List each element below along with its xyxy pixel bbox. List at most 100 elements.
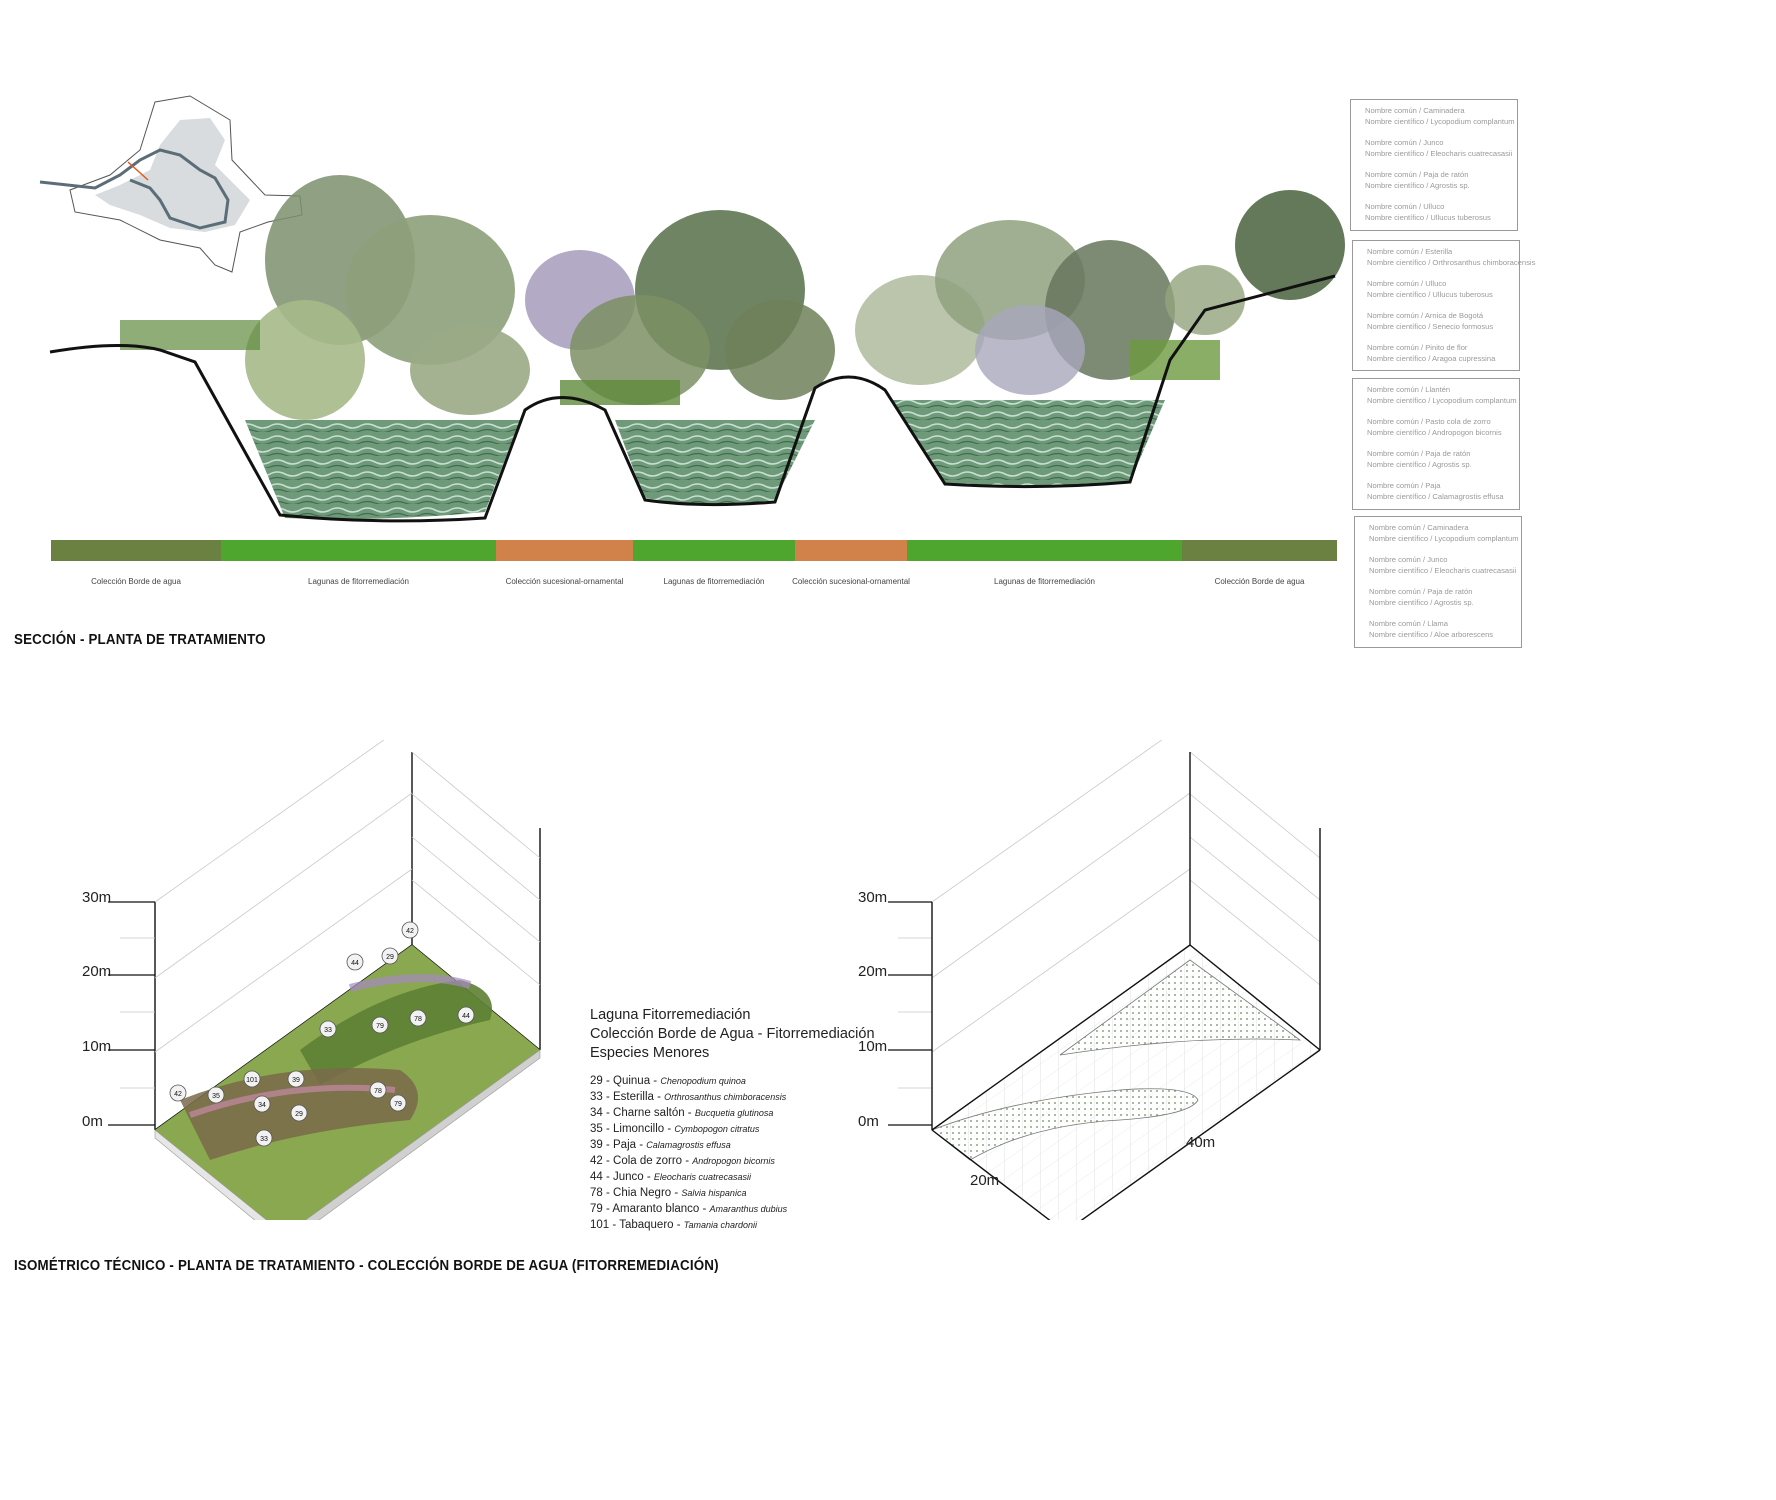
species-marker-code: 29: [386, 954, 394, 961]
zone-segment: [496, 540, 633, 561]
species-marker-code: 33: [324, 1027, 332, 1034]
location-map: [39, 95, 303, 273]
legend-comun: Nombre común / Paja: [1367, 481, 1441, 490]
species-marker: 78: [369, 1081, 387, 1099]
species-marker-code: 35: [212, 1093, 220, 1100]
species-marker-code: 33: [260, 1136, 268, 1143]
legend-comun: Nombre común / Pinito de flor: [1367, 343, 1468, 352]
legend-cientifico: Nombre científico / Senecio formosus: [1367, 321, 1494, 331]
water-lagoons: [245, 400, 1165, 520]
length-label: 40m: [1186, 1134, 1216, 1151]
legend-cientifico: Nombre científico / Lycopodium complantu…: [1365, 116, 1515, 126]
zone-label: Colección sucesional-ornamental: [792, 577, 910, 586]
height-label-0m: 0m: [82, 1113, 103, 1130]
legend-cientifico: Nombre científico / Aloe arborescens: [1369, 629, 1494, 639]
legend-comun: Nombre común / Caminadera: [1369, 523, 1469, 532]
legend-cientifico: Nombre científico / Agrostis sp.: [1365, 180, 1470, 190]
species-marker: 44: [346, 953, 364, 971]
height-label-10m: 10m: [82, 1038, 112, 1055]
species-marker-code: 44: [351, 960, 359, 967]
species-marker: 101: [243, 1070, 261, 1088]
legend-comun: Nombre común / Paja de ratón: [1369, 587, 1473, 596]
legend-comun: Nombre común / Paja de ratón: [1365, 170, 1469, 179]
species-marker-code: 44: [462, 1013, 470, 1020]
species-marker: 29: [381, 947, 399, 965]
legend-cientifico: Nombre científico / Aragoa cupressina: [1367, 353, 1496, 363]
legend-cientifico: Nombre científico / Eleocharis cuatrecas…: [1365, 148, 1513, 158]
location-marker: [127, 161, 149, 181]
species-scientific-name: Salvia hispanica: [681, 1188, 747, 1198]
legend-comun: Nombre común / Ulluco: [1367, 279, 1447, 288]
grid-lines: [120, 740, 541, 1089]
species-header-line: Especies Menores: [590, 1045, 710, 1061]
isometric-planted: 42 44 29 78 44 33 79 101 39 42 35 34 29 78 79 33: [108, 740, 541, 1220]
species-marker-code: 42: [406, 928, 414, 935]
species-marker: 42: [169, 1084, 187, 1102]
zone-segment: [221, 540, 496, 561]
species-marker: 79: [389, 1094, 407, 1112]
planting-bed-back: [300, 980, 492, 1085]
species-scientific-name: Amaranthus dubius: [709, 1204, 788, 1214]
species-scientific-name: Calamagrostis effusa: [646, 1140, 731, 1150]
species-item: 35 - Limoncillo - Cymbopogon citratus: [590, 1123, 760, 1135]
species-item: 44 - Junco - Eleocharis cuatrecasasii: [590, 1171, 751, 1183]
species-item: 29 - Quinua - Chenopodium quinoa: [590, 1075, 746, 1087]
species-marker-code: 39: [292, 1077, 300, 1084]
legend-comun: Nombre común / Junco: [1365, 138, 1444, 147]
species-marker: 39: [287, 1070, 305, 1088]
species-marker: 33: [319, 1020, 337, 1038]
species-scientific-name: Eleocharis cuatrecasasii: [653, 1172, 751, 1182]
zone-segment: [51, 540, 221, 561]
zone-segment: [907, 540, 1182, 561]
legend-comun: Nombre común / Caminadera: [1365, 106, 1465, 115]
zone-segment: [795, 540, 907, 561]
grid-lines-right: [898, 740, 1321, 1089]
legend-comun: Nombre común / Ulluco: [1365, 202, 1445, 211]
species-scientific-name: Orthrosanthus chimboracensis: [664, 1092, 787, 1102]
species-scientific-name: Andropogon bicornis: [692, 1156, 775, 1166]
isometric-plan: [888, 740, 1321, 1220]
legend-cientifico: Nombre científico / Andropogon bicornis: [1367, 427, 1502, 437]
legend-comun: Nombre común / Pasto cola de zorro: [1367, 417, 1491, 426]
species-item: 78 - Chia Negro - Salvia hispanica: [590, 1187, 747, 1199]
legend-cientifico: Nombre científico / Lycopodium complantu…: [1367, 395, 1517, 405]
zone-label: Colección Borde de agua: [91, 577, 181, 586]
species-marker-code: 101: [246, 1077, 258, 1084]
species-marker-code: 42: [174, 1091, 182, 1098]
height-ticks: [108, 901, 155, 1126]
species-marker: 29: [290, 1104, 308, 1122]
legend-cientifico: Nombre científico / Agrostis sp.: [1369, 597, 1474, 607]
zone-label: Lagunas de fitorremediación: [663, 577, 765, 586]
legend-cientifico: Nombre científico / Ullucus tuberosus: [1367, 289, 1493, 299]
legend-comun: Nombre común / Paja de ratón: [1367, 449, 1471, 458]
legend-cientifico: Nombre científico / Agrostis sp.: [1367, 459, 1472, 469]
section-title: SECCIÓN - PLANTA DE TRATAMIENTO: [14, 632, 266, 648]
species-marker: 42: [401, 921, 419, 939]
legend-cientifico: Nombre científico / Ullucus tuberosus: [1365, 212, 1491, 222]
species-header-line: Colección Borde de Agua - Fitorremediaci…: [590, 1026, 875, 1042]
species-marker-code: 78: [374, 1088, 382, 1095]
species-marker-code: 78: [414, 1016, 422, 1023]
legend-cientifico: Nombre científico / Lycopodium complantu…: [1369, 533, 1519, 543]
species-marker-code: 79: [376, 1023, 384, 1030]
species-marker-code: 34: [258, 1102, 266, 1109]
species-item: 42 - Cola de zorro - Andropogon bicornis: [590, 1155, 775, 1167]
tree-canopy: [120, 175, 1345, 420]
legend-comun: Nombre común / Llama: [1369, 619, 1448, 628]
species-item: 79 - Amaranto blanco - Amaranthus dubius: [590, 1203, 788, 1215]
